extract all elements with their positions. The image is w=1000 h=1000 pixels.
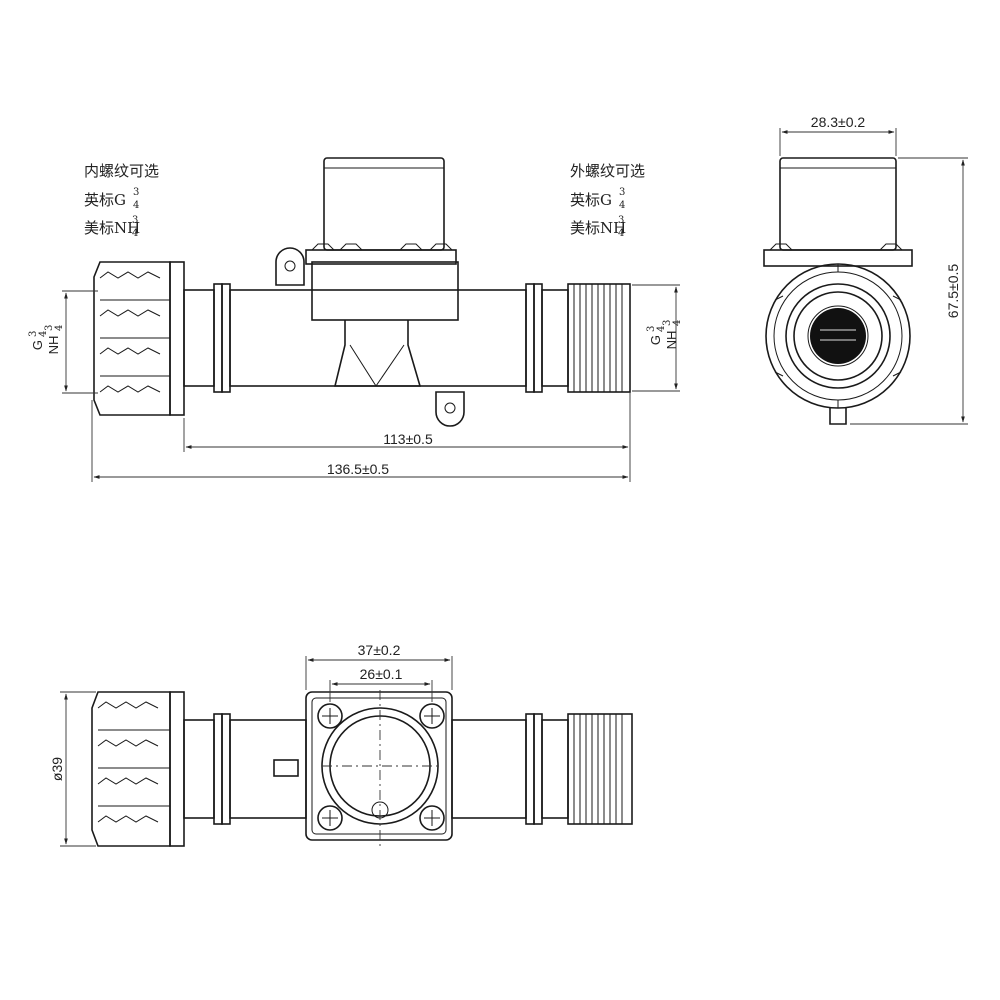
right-note-line2: 英标G: [570, 191, 612, 209]
left-g-num: 3: [28, 331, 39, 337]
front-view: [93, 157, 631, 427]
screw: [419, 703, 445, 729]
screw: [317, 703, 343, 729]
left-nh-num: 3: [44, 325, 55, 331]
rn2-den: 4: [619, 200, 625, 211]
left-note-line1: 内螺纹可选: [84, 162, 159, 180]
screw: [419, 805, 445, 831]
left-note-line2: 英标G: [84, 191, 126, 209]
left-label-nh: NH: [46, 336, 61, 355]
rn3-num: 3: [618, 215, 624, 226]
ln3-den: 4: [132, 228, 138, 239]
dim-diameter-39: ø39: [49, 757, 65, 781]
left-nh-den: 4: [54, 325, 65, 331]
top-view-dimensions: 37±0.2 26±0.1 ø39: [49, 642, 453, 847]
inlet-nut: [93, 261, 185, 416]
ln2-den: 4: [133, 200, 139, 211]
right-label-nh: NH: [664, 331, 679, 350]
right-thread-labels: G 3 4 NH 3 4: [646, 320, 683, 350]
right-g-num: 3: [646, 326, 657, 332]
right-label-g: G: [648, 335, 663, 345]
right-nh-den: 4: [672, 320, 683, 326]
dim-length-113: 113±0.5: [383, 431, 433, 447]
dim-length-136: 136.5±0.5: [327, 461, 389, 477]
front-view-dimensions: 113±0.5 136.5±0.5: [62, 284, 680, 482]
top-view: [91, 690, 633, 847]
left-note-line3: 美标NH: [84, 219, 140, 237]
right-g-den: 4: [656, 326, 667, 332]
dim-height-67: 67.5±0.5: [945, 264, 961, 319]
outlet-thread: [567, 283, 631, 393]
dim-width-28: 28.3±0.2: [811, 114, 866, 130]
dim-width-26: 26±0.1: [360, 666, 403, 682]
screw: [317, 805, 343, 831]
right-note-line3: 美标NH: [570, 219, 626, 237]
left-thread-labels: G 3 4 NH 3 4: [28, 325, 65, 355]
right-nh-num: 3: [662, 320, 673, 326]
side-view-dimensions: 28.3±0.2 67.5±0.5: [779, 114, 968, 425]
rn2-num: 3: [619, 187, 625, 198]
rn3-den: 4: [618, 228, 624, 239]
left-label-g: G: [30, 340, 45, 350]
ln2-num: 3: [133, 187, 139, 198]
ln3-num: 3: [132, 215, 138, 226]
left-g-den: 4: [38, 331, 49, 337]
right-note: 外螺纹可选 英标G 3 4 美标NH 3 4: [570, 162, 645, 239]
dim-width-37: 37±0.2: [358, 642, 401, 658]
right-note-line1: 外螺纹可选: [570, 162, 645, 180]
left-note: 内螺纹可选 英标G 3 4 美标NH 3 4: [84, 162, 159, 239]
side-view: [763, 157, 913, 425]
